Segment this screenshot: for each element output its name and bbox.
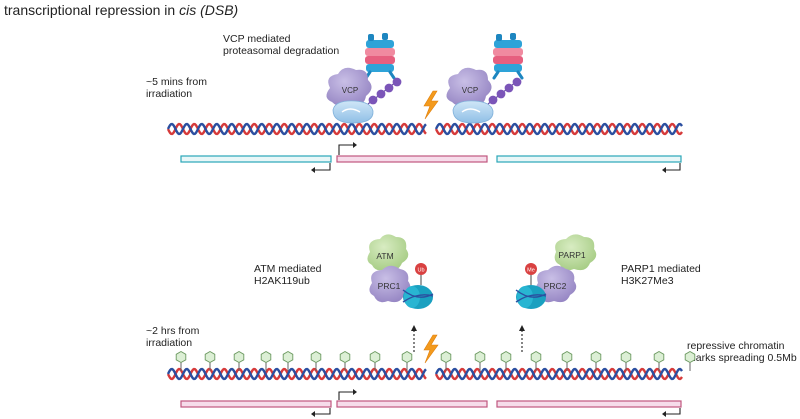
vcp-complex-right: VCP — [446, 67, 522, 124]
tss-arrow-bottom-left-head — [311, 411, 315, 417]
lightning-icon-top — [423, 90, 439, 120]
prc1-blob — [369, 265, 411, 303]
hexagon-mark-icon — [440, 350, 452, 364]
gene-bottom-middle — [336, 400, 488, 408]
gene-top-left — [180, 155, 332, 163]
ub-chain-bead — [376, 89, 386, 99]
parp-mechanism-label: PARP1 mediated H3K27Me3 — [621, 263, 701, 287]
dna-strand-blue — [434, 122, 683, 136]
prc2-label: PRC2 — [544, 281, 567, 291]
tss-arrow-top-right-head — [662, 167, 666, 173]
top-time-label: ~5 mins from irradiation — [146, 76, 207, 100]
clamp-icon-left — [332, 100, 374, 124]
hexagon-mark-icon — [369, 350, 381, 364]
hexagon-mark-icon — [401, 350, 413, 364]
parp1-blob — [554, 234, 597, 271]
tss-arrow-bottom-middle — [338, 391, 353, 400]
chromatin-marks — [175, 350, 696, 371]
clamp-icon-right — [452, 100, 494, 124]
prc1-label: PRC1 — [378, 281, 401, 291]
atm-label: ATM — [376, 251, 393, 261]
gene-bottom-left — [180, 400, 332, 408]
tss-arrow-bottom-right-head — [662, 411, 666, 417]
spreading-label: repressive chromatin marks spreading 0.5… — [687, 340, 797, 364]
nucleosome-icon-right — [515, 285, 547, 309]
tss-arrow-top-middle — [338, 144, 353, 155]
tss-arrow-bottom-left — [315, 408, 331, 415]
figure-title: transcriptional repression in cis (DSB) — [4, 2, 238, 18]
hexagon-mark-icon — [684, 350, 696, 364]
ub-chain-bead — [496, 89, 506, 99]
tss-arrow-bottom-middle-head — [353, 389, 357, 395]
lightning-icon-bottom — [423, 334, 439, 364]
atm-prc1-complex: ATM PRC1 Ub — [367, 234, 434, 309]
ub-chain-bead — [384, 83, 394, 93]
prc2-blob — [535, 265, 577, 303]
vcp-label-right: VCP — [462, 86, 478, 95]
proteasome-icon-left — [364, 33, 396, 80]
tss-arrow-top-middle-head — [353, 142, 357, 148]
hexagon-mark-icon — [260, 350, 272, 364]
ub-mark — [415, 263, 427, 275]
parp1-label: PARP1 — [558, 250, 586, 260]
atm-blob — [367, 234, 409, 271]
vcp-complex-left: VCP — [326, 67, 402, 124]
proteasome-icon-right — [492, 33, 524, 80]
parp1-prc2-complex: PARP1 PRC2 Me — [515, 234, 597, 309]
ub-chain-bead — [512, 77, 522, 87]
bottom-time-label: ~2 hrs from irradiation — [146, 325, 200, 349]
dna-strand-red — [434, 367, 683, 381]
ub-mark-label: Ub — [417, 268, 424, 274]
gene-top-right — [496, 155, 682, 163]
dna-top-right — [434, 122, 683, 136]
hexagon-mark-icon — [653, 350, 665, 364]
vcp-mechanism-label: VCP mediated proteasomal degradation — [223, 33, 340, 57]
vcp-label-left: VCP — [342, 86, 358, 95]
hexagon-mark-icon — [233, 350, 245, 364]
dna-strand-blue — [434, 367, 683, 381]
hexagon-mark-icon — [530, 350, 542, 364]
hexagon-mark-icon — [175, 350, 187, 364]
gene-top-middle — [336, 155, 488, 163]
nucleosome-icon-left — [402, 285, 434, 309]
dna-bottom-left — [166, 367, 427, 381]
ub-chain-bead — [368, 95, 378, 105]
me-mark — [525, 263, 537, 275]
tss-arrow-top-left-head — [311, 167, 315, 173]
dashed-arrow-right — [519, 325, 525, 352]
dna-strand-blue — [166, 122, 427, 136]
ub-chain-bead — [488, 95, 498, 105]
atm-mechanism-label: ATM mediated H2AK119ub — [254, 263, 322, 287]
title-main: transcriptional repression in — [4, 2, 180, 18]
dna-strand-red — [166, 367, 427, 381]
hexagon-mark-icon — [561, 350, 573, 364]
hexagon-mark-icon — [204, 350, 216, 364]
hexagon-mark-icon — [500, 350, 512, 364]
tss-arrow-top-right — [666, 163, 681, 171]
vcp-blob-left — [326, 67, 372, 107]
me-mark-label: Me — [527, 268, 535, 274]
hexagon-mark-icon — [620, 350, 632, 364]
tss-arrow-bottom-right — [666, 408, 681, 415]
ub-chain-bead — [504, 83, 514, 93]
dna-strand-red — [166, 122, 427, 136]
vcp-blob-right — [446, 67, 492, 107]
title-italic: cis (DSB) — [179, 2, 239, 18]
dna-top-left — [166, 122, 427, 136]
dna-strand-red — [434, 122, 683, 136]
hexagon-mark-icon — [310, 350, 322, 364]
ub-chain-bead — [392, 77, 402, 87]
dna-bottom-right — [434, 367, 683, 381]
gene-bottom-right — [496, 400, 682, 408]
tss-arrow-top-left — [315, 163, 331, 171]
dashed-arrow-left — [411, 325, 417, 352]
hexagon-mark-icon — [590, 350, 602, 364]
hexagon-mark-icon — [282, 350, 294, 364]
hexagon-mark-icon — [339, 350, 351, 364]
dna-strand-blue — [166, 367, 427, 381]
hexagon-mark-icon — [474, 350, 486, 364]
